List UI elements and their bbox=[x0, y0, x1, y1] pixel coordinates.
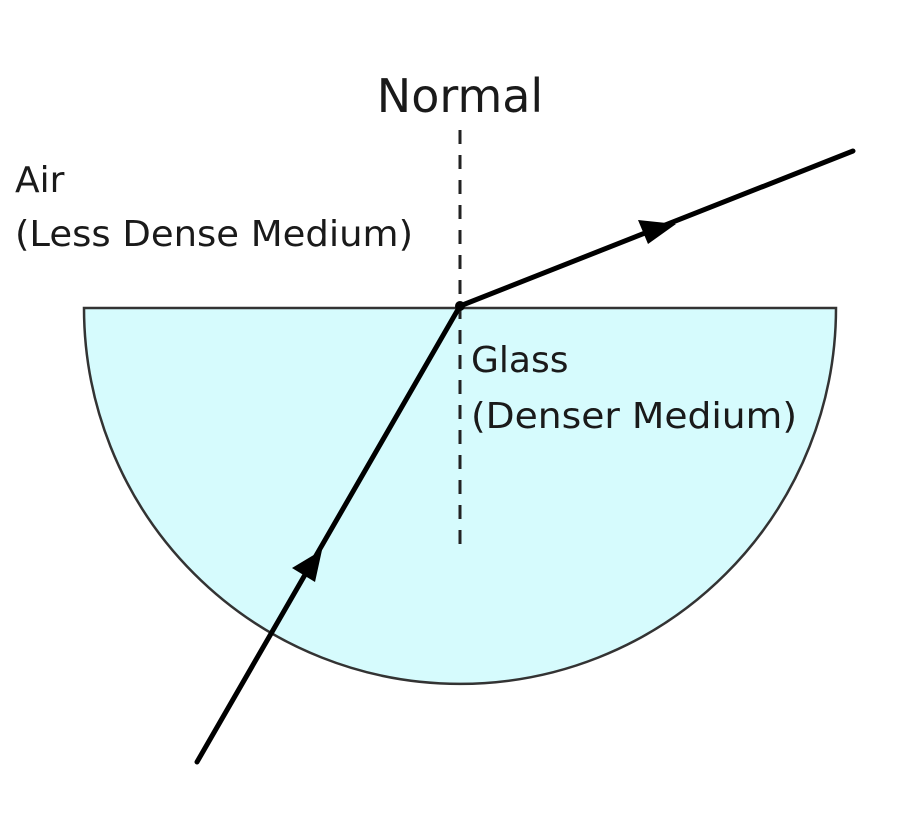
glass-semicircle bbox=[82, 306, 838, 686]
normal-label: Normal bbox=[377, 69, 543, 123]
air-sublabel: (Less Dense Medium) bbox=[15, 214, 413, 255]
refracted-ray-arrowhead bbox=[638, 220, 676, 244]
air-label: Air bbox=[15, 160, 65, 201]
point-of-incidence bbox=[455, 301, 465, 311]
incident-ray-arrowhead bbox=[292, 550, 322, 582]
glass-label: Glass bbox=[471, 340, 568, 381]
incident-ray bbox=[194, 303, 463, 765]
glass-sublabel: (Denser Medium) bbox=[471, 396, 797, 437]
